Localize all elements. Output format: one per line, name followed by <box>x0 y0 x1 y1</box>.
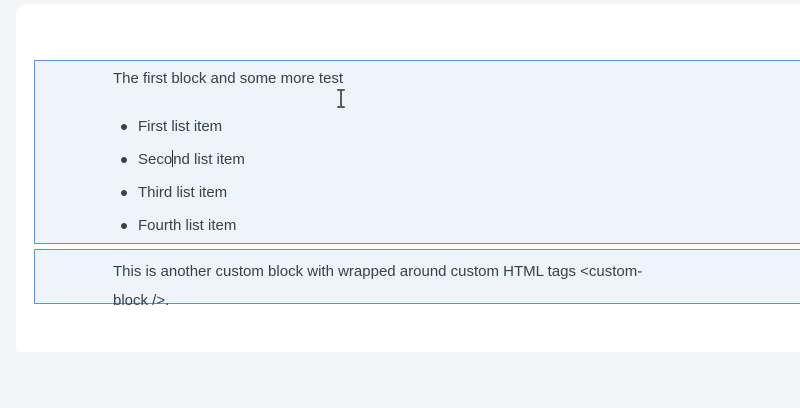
list-item-text-after-caret: nd list item <box>173 151 245 168</box>
second-block-line1: This is another custom block with wrappe… <box>113 263 643 280</box>
first-block-paragraph[interactable]: The first block and some more test <box>113 70 344 87</box>
editor-surface[interactable]: The first block and some more test First… <box>16 4 800 352</box>
list-item-text-before-caret: Seco <box>138 151 173 168</box>
custom-block-first[interactable]: The first block and some more test First… <box>34 60 800 244</box>
second-block-line2: block />. <box>113 292 170 309</box>
list-item[interactable]: Third list item <box>35 176 800 209</box>
i-beam-serif-bottom <box>337 106 345 108</box>
custom-block-second[interactable]: This is another custom block with wrappe… <box>34 249 800 309</box>
editing-caret <box>172 150 174 167</box>
list-item[interactable]: Second list item <box>35 143 800 176</box>
second-block-paragraph[interactable]: This is another custom block with wrappe… <box>113 257 723 315</box>
list-item[interactable]: First list item <box>35 110 800 143</box>
list-item[interactable]: Fourth list item <box>35 209 800 242</box>
i-beam-stem <box>340 90 342 107</box>
i-beam-text-cursor-icon <box>336 89 346 108</box>
